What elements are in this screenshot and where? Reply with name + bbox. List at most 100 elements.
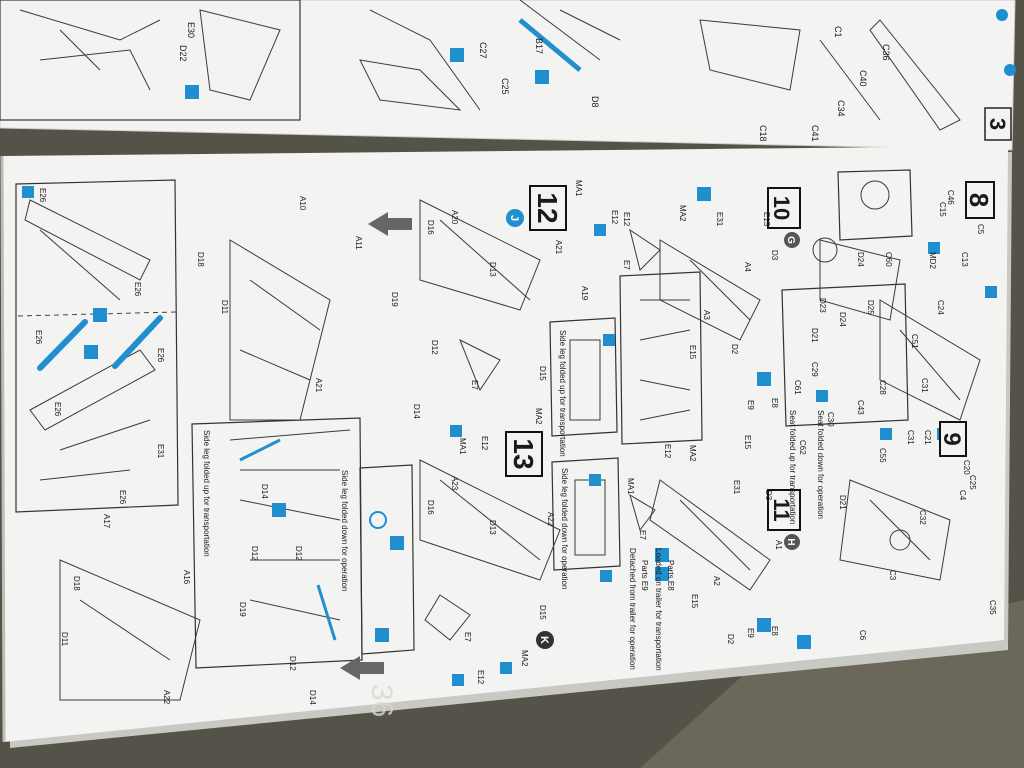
part-label: E31 — [715, 212, 724, 227]
part-label: E7 — [638, 530, 647, 540]
part-label: E9 — [746, 628, 755, 638]
part-label: E12 — [476, 670, 485, 685]
step-badge — [784, 232, 800, 248]
step-number: 8 — [964, 193, 994, 207]
step-badge — [536, 631, 554, 649]
step-13: 13 K — [505, 431, 554, 649]
part-label: C36 — [881, 44, 891, 61]
part-label: C51 — [910, 334, 919, 349]
upper-step-box: 3 — [984, 107, 1012, 141]
part-label: MD2 — [928, 252, 937, 269]
upper-badge-4 — [996, 9, 1008, 21]
inset-panel-e26 — [15, 179, 179, 513]
upper-line-art — [19, 0, 961, 131]
part-label: C25 — [500, 78, 510, 95]
part-label: E12 — [663, 444, 672, 459]
part-label: C25 — [968, 475, 977, 490]
part-label: D12 — [430, 340, 439, 355]
part-label: A1 — [774, 540, 783, 550]
part-label: C27 — [478, 42, 488, 59]
step-badge-letter: K — [538, 636, 550, 644]
blue-wheel — [369, 511, 387, 529]
part-label: A2 — [712, 576, 721, 586]
legend-parts-e9: Parts E9 — [640, 560, 649, 591]
upper-badge-3 — [185, 85, 199, 99]
part-label: C55 — [878, 448, 887, 463]
part-label: D2 — [726, 634, 735, 645]
part-label: MA1 — [458, 438, 467, 455]
part-label: E26 — [38, 188, 47, 203]
part-label: C5 — [976, 224, 985, 235]
part-label: MA2 — [534, 408, 543, 425]
step-9: 9 — [938, 421, 967, 457]
part-label: D12 — [288, 656, 297, 671]
direction-arrow-bottom — [340, 656, 384, 680]
part-label: A22 — [546, 512, 555, 527]
part-label: C21 — [923, 430, 932, 445]
part-label: C1 — [833, 26, 843, 38]
part-label: C13 — [960, 252, 969, 267]
upper-step-number: 3 — [985, 118, 1010, 130]
part-label: D12 — [294, 546, 303, 561]
part-label: D3 — [764, 490, 773, 501]
part-label: E31 — [732, 480, 741, 495]
part-label: E7 — [470, 380, 479, 390]
step-number: 13 — [508, 438, 539, 469]
part-label: C40 — [858, 70, 868, 87]
part-label: C32 — [918, 510, 927, 525]
part-label: MA2 — [520, 650, 529, 667]
caption-box-seat — [781, 283, 909, 427]
part-label: E7 — [463, 632, 472, 642]
part-label: A4 — [743, 262, 752, 272]
part-label: D18 — [196, 252, 205, 267]
part-label: A22 — [162, 690, 171, 705]
part-labels-step13: MA1 E12 A23 D16 D13 A22 D15 MA2 E7 E12 A… — [60, 436, 555, 705]
caption-box-left — [191, 417, 363, 669]
step-12: 12 J — [506, 185, 567, 231]
part-label: D13 — [488, 262, 497, 277]
lower-line-art — [24, 180, 981, 701]
part-label: C43 — [856, 400, 865, 415]
part-label: E7 — [622, 260, 631, 270]
part-label: C30 — [826, 412, 835, 427]
part-label: C34 — [836, 100, 846, 117]
legend-parts-e8: Parts E8 — [666, 560, 675, 591]
part-label: E15 — [743, 435, 752, 450]
caption-box-step12 — [549, 317, 618, 437]
part-label: C18 — [758, 125, 768, 142]
legend: Parts E8 Loaded on trailer for transport… — [628, 548, 675, 671]
part-label: D21 — [838, 495, 847, 510]
part-label: D24 — [856, 252, 865, 267]
part-label: D15 — [538, 366, 547, 381]
part-label: B17 — [534, 38, 544, 54]
part-label: D14 — [260, 484, 269, 499]
part-label: E15 — [688, 345, 697, 360]
blue-rod-e26-b — [112, 315, 163, 369]
part-label: D14 — [412, 404, 421, 419]
part-label: D19 — [238, 602, 247, 617]
part-label: D24 — [838, 312, 847, 327]
part-label: A16 — [182, 570, 191, 585]
legend-loaded: Loaded on trailer for transportation — [654, 548, 663, 671]
part-label: D11 — [220, 300, 229, 315]
part-label: A19 — [580, 286, 589, 301]
part-label: A20 — [450, 210, 459, 225]
part-label: D16 — [426, 220, 435, 235]
part-label: D22 — [178, 45, 188, 62]
step-11: 11 H — [767, 489, 801, 550]
part-label: D14 — [308, 690, 317, 705]
part-label: E12 — [480, 436, 489, 451]
page-spine — [0, 155, 6, 743]
part-label: E15 — [690, 594, 699, 609]
part-label: MA1 — [626, 478, 635, 495]
upper-part-labels: E30 D22 B17 C27 C25 D8 C1 C36 C40 C34 C1… — [178, 22, 891, 142]
blue-rod-step13 — [316, 584, 337, 641]
part-labels-step8: C46 C15 C5 C13 C60 D24 MD2 C24 D25 C51 C… — [856, 190, 985, 415]
part-label: C29 — [810, 362, 819, 377]
blue-rod-step12 — [239, 438, 281, 462]
upper-page-panel-left — [0, 0, 301, 121]
upper-badge-5 — [1004, 64, 1016, 76]
part-label: A23 — [450, 476, 459, 491]
part-label: E31 — [156, 444, 165, 459]
part-label: C31 — [920, 378, 929, 393]
